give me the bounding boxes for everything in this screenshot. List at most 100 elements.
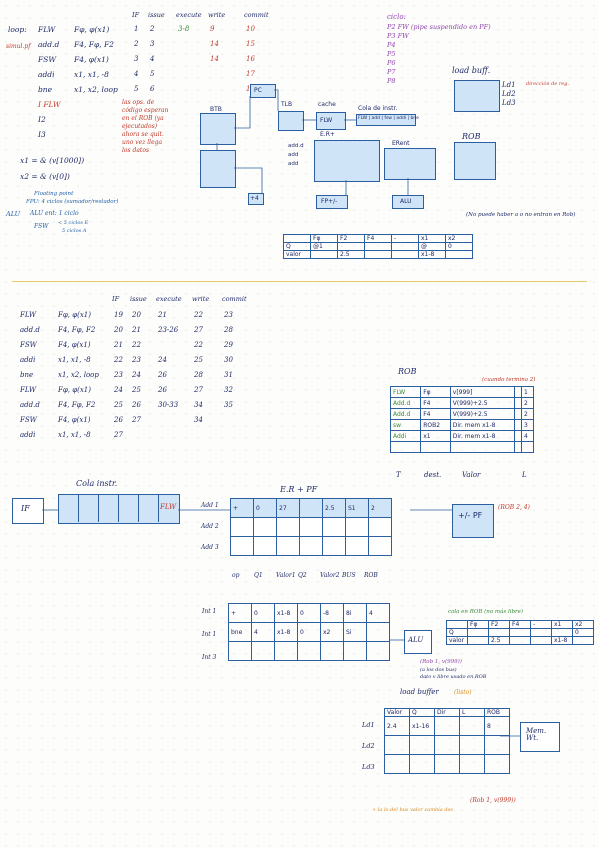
rob2-cell — [389, 441, 422, 453]
erpf-row — [230, 536, 392, 556]
mid-cycle: 20 — [114, 326, 123, 334]
mid-cycle: 34 — [194, 401, 203, 409]
load-buff-box — [454, 80, 500, 112]
lb2-label: Ld1 — [362, 721, 375, 729]
note-line-2: código esperan — [122, 107, 169, 114]
erpf-footer-label: BUS — [342, 572, 356, 579]
mid-args: Fφ, φ(x1) — [58, 311, 91, 319]
mid-args: F4, φ(x1) — [58, 341, 91, 349]
ld-label: Ld2 — [502, 90, 516, 98]
rf2-note: (Rob 1, v(999)) — [420, 659, 462, 665]
mid-cycle: 25 — [114, 401, 123, 409]
mid-cycle: 30-33 — [158, 401, 179, 409]
mid-cycle: 25 — [132, 386, 141, 394]
mid-op: addi — [20, 356, 36, 364]
instr-op: addi — [38, 70, 55, 79]
cycle-cell: 5 — [134, 85, 139, 93]
fp-note-l5: 5 ciclos A — [62, 228, 87, 234]
mem-label: Mem. Wt. — [526, 727, 547, 742]
instr-op: FSW — [38, 55, 57, 64]
cola-instr-label: Cola instr. — [76, 479, 118, 488]
lb2-row — [384, 754, 510, 774]
cola-label: Cola de instr. — [358, 105, 398, 112]
instr-op: FLW — [38, 25, 56, 34]
erpf-cell — [230, 536, 254, 556]
mid-cycle: 35 — [224, 401, 233, 409]
mid-args: x1, x1, -8 — [58, 356, 91, 364]
cycle-header: issue — [148, 11, 165, 19]
cycle-cell: 3-8 — [178, 25, 190, 33]
btb-label: BTB — [210, 106, 222, 113]
fp-note-l1: FPU: 4 ciclos (sumador/restador) — [26, 199, 119, 205]
mid-op: addi — [20, 431, 36, 439]
if-label: IF — [21, 504, 30, 513]
instr-op: I2 — [38, 115, 46, 124]
instr-args: x1, x2, loop — [74, 85, 118, 94]
mem-box — [520, 722, 560, 752]
mid-header: IF — [112, 295, 120, 303]
mid-header: execute — [156, 295, 182, 303]
erpf-cell — [276, 536, 300, 556]
x2-equation: x2 = & (v[0]) — [20, 172, 70, 181]
mid-cycle: 25 — [194, 356, 203, 364]
mid-cycle: 26 — [158, 371, 167, 379]
lb2-label: Ld2 — [362, 742, 375, 750]
plus4-box — [248, 193, 264, 205]
cycle-cell: 14 — [210, 55, 219, 63]
int-alu-box — [404, 630, 432, 654]
mid-cycle: 21 — [132, 326, 141, 334]
ld-label: Ld3 — [502, 99, 516, 107]
rob2-note: (cuando termina 2) — [482, 377, 536, 383]
mid-op: FSW — [20, 416, 37, 424]
rob2-footer-label: T — [396, 471, 401, 479]
mid-args: x1, x2, loop — [58, 371, 99, 379]
fpu-label: FP+/- — [321, 198, 338, 205]
tlb-box — [278, 111, 304, 131]
erpf-footer-label: Valor1 — [276, 572, 296, 579]
mid-cycle: 21 — [158, 311, 167, 319]
note-line-4: ejecutados) — [122, 123, 158, 130]
cycle-cell: 16 — [246, 55, 255, 63]
mid-op: FSW — [20, 341, 37, 349]
mid-args: F4, Fφ, F2 — [58, 326, 96, 334]
instr-args: F4, φ(x1) — [74, 55, 109, 64]
erpf-cell — [230, 517, 254, 537]
erpf-cell — [299, 498, 323, 518]
erpf-cell: 0 — [253, 498, 277, 518]
erpf-cell — [253, 536, 277, 556]
int-rs-label: Int 3 — [202, 654, 217, 661]
lb2-cell — [484, 754, 510, 774]
er-label: E.R+ — [320, 131, 335, 138]
alu-box — [392, 195, 424, 209]
mid-cycle: 24 — [158, 356, 167, 364]
er-row-label: add — [288, 161, 299, 167]
rf2-v-cell — [572, 636, 594, 645]
mux-box — [200, 150, 236, 188]
vlw-box — [316, 112, 346, 130]
int-rs-cell — [366, 641, 390, 661]
erpf-cell: + — [230, 498, 254, 518]
mid-cycle: 29 — [224, 341, 233, 349]
ld-label: Ld1 — [502, 81, 516, 89]
cycle-item: P4 — [387, 41, 396, 49]
cola-divider — [118, 494, 119, 522]
add-row-label: Add 3 — [201, 544, 219, 551]
mid-header: write — [192, 295, 210, 303]
alu-label: ALU — [400, 198, 412, 205]
rob2-cell — [521, 441, 534, 453]
cycle-header: IF — [132, 11, 140, 19]
mid-cycle: 31 — [224, 371, 233, 379]
load-buff-title: load buff. — [452, 66, 491, 75]
erpf-cell — [253, 517, 277, 537]
mid-cycle: 26 — [114, 416, 123, 424]
mid-op: bne — [20, 371, 34, 379]
rob2-footer-label: L — [522, 471, 527, 479]
side-note: simul.pf — [6, 43, 31, 50]
mid-cycle: 28 — [194, 371, 203, 379]
add-row-label: Add 1 — [201, 502, 219, 509]
